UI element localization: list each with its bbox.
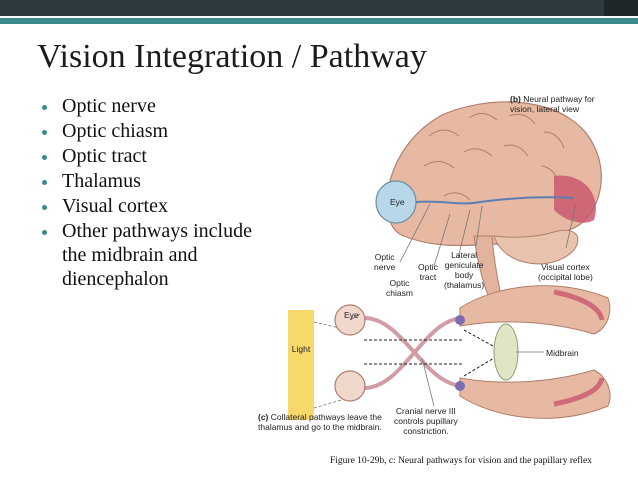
occipital-cortex-shape: [554, 175, 596, 223]
neural-pathway-figure: (b) Neural pathway for vision, lateral v…: [254, 86, 624, 446]
brain-shape: [386, 101, 602, 247]
bullet-dot: [42, 230, 47, 235]
lgn-node-lower: [455, 381, 465, 391]
lower-cortex-upper: [459, 285, 611, 335]
bullet-dot: [42, 205, 47, 210]
bullet-text: Optic chiasm: [62, 120, 169, 142]
top-dark-band: [0, 0, 638, 16]
optic-pathway-top: [415, 196, 575, 205]
lgn-node-upper: [455, 315, 465, 325]
label-visual-cortex: Visual cortex (occipital lobe): [538, 262, 593, 282]
bullet-dot: [42, 180, 47, 185]
panel-c-text: Collateral pathways leave the thalamus a…: [258, 412, 382, 432]
bullet-text: Visual cortex: [62, 195, 168, 217]
label-midbrain: Midbrain: [546, 348, 579, 358]
panel-b-title-text: Neural pathway for vision, lateral view: [510, 94, 595, 114]
bullet-item: Thalamus: [40, 169, 254, 193]
light-box-shape: [288, 310, 314, 420]
visual-cortex-bands: [553, 289, 605, 407]
top-corner-square: [604, 0, 638, 16]
lower-cortex-lower: [459, 369, 611, 419]
label-eye-top: Eye: [390, 197, 405, 207]
label-eye-bottom: Eye: [344, 310, 359, 320]
label-light: Light: [291, 344, 311, 354]
figure-caption: Figure 10-29b, c: Neural pathways for vi…: [330, 456, 592, 466]
label-optic-nerve: Optic nerve: [374, 252, 396, 272]
panel-b-title: (b) Neural pathway for vision, lateral v…: [510, 94, 595, 114]
bullet-text: Other pathways include the midbrain and …: [62, 220, 252, 290]
pathway-illustration: [288, 101, 611, 420]
bullet-list: Optic nerve Optic chiasm Optic tract Tha…: [40, 94, 254, 292]
label-lines-bottom: [349, 313, 544, 407]
bullet-dot: [42, 105, 47, 110]
cerebellum-shape: [493, 229, 579, 265]
label-optic-tract: Optic tract: [418, 262, 438, 282]
panel-b-prefix: (b): [510, 94, 521, 104]
label-optic-chiasm: Optic chiasm: [386, 278, 413, 298]
top-decor-bar: [0, 0, 638, 30]
bullet-text: Thalamus: [62, 170, 141, 192]
bullet-dot: [42, 155, 47, 160]
top-teal-band: [0, 18, 638, 24]
bullet-item: Visual cortex: [40, 194, 254, 218]
bullet-dot: [42, 130, 47, 135]
eye-left-lower-shape: [334, 370, 366, 402]
label-lateral-geniculate: Lateral geniculate body (thalamus): [444, 250, 485, 290]
label-cranial-nerve: Cranial nerve III controls pupillary con…: [394, 406, 458, 436]
bullet-text: Optic nerve: [62, 95, 156, 117]
collateral-dashed-lines: [364, 329, 505, 377]
bullet-item: Optic tract: [40, 144, 254, 168]
bullet-text: Optic tract: [62, 145, 147, 167]
label-lines-top: [399, 203, 577, 267]
bullet-item: Other pathways include the midbrain and …: [40, 219, 254, 291]
brain-gyri: [423, 113, 565, 201]
panel-c-prefix: (c): [258, 412, 269, 422]
bullet-item: Optic nerve: [40, 94, 254, 118]
light-rays: [313, 321, 349, 409]
panel-c-label: (c) Collateral pathways leave the thalam…: [258, 412, 382, 432]
slide-title: Vision Integration / Pathway: [37, 38, 427, 75]
bullet-item: Optic chiasm: [40, 119, 254, 143]
optic-crossing-lines: [363, 316, 514, 390]
midbrain-shape: [493, 323, 519, 381]
